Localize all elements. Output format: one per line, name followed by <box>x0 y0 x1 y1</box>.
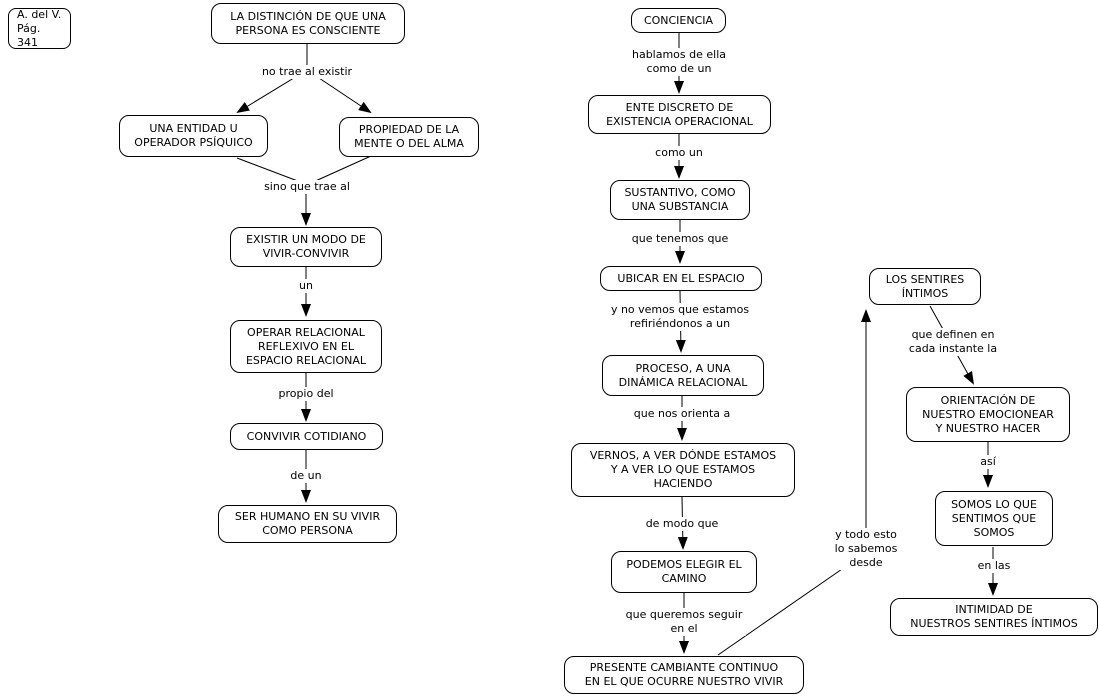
node-propiedad[interactable]: PROPIEDAD DE LA MENTE O DEL ALMA <box>339 117 479 157</box>
link-label-hablamos[interactable]: hablamos de ella como de un <box>628 48 730 76</box>
node-una-entidad[interactable]: UNA ENTIDAD U OPERADOR PSÍQUICO <box>119 115 268 157</box>
node-vernos[interactable]: VERNOS, A VER DÓNDE ESTAMOS Y A VER LO Q… <box>571 443 795 497</box>
node-la-distincion[interactable]: LA DISTINCIÓN DE QUE UNA PERSONA ES CONS… <box>211 3 405 44</box>
node-orientacion[interactable]: ORIENTACIÓN DE NUESTRO EMOCIONEAR Y NUES… <box>906 387 1070 442</box>
node-sentires-intimos[interactable]: LOS SENTIRES ÍNTIMOS <box>869 268 981 305</box>
node-operar[interactable]: OPERAR RELACIONAL REFLEXIVO EN EL ESPACI… <box>230 320 382 373</box>
node-conciencia[interactable]: CONCIENCIA <box>631 8 726 33</box>
link-label-propio[interactable]: propio del <box>275 387 337 401</box>
link-label-de-un[interactable]: de un <box>287 469 325 483</box>
node-sustantivo[interactable]: SUSTANTIVO, COMO UNA SUBSTANCIA <box>610 180 750 220</box>
node-somos[interactable]: SOMOS LO QUE SENTIMOS QUE SOMOS <box>935 491 1053 546</box>
link-label-no-trae[interactable]: no trae al existir <box>258 65 356 79</box>
node-ser-humano[interactable]: SER HUMANO EN SU VIVIR COMO PERSONA <box>218 505 397 543</box>
node-convivir[interactable]: CONVIVIR COTIDIANO <box>230 423 383 450</box>
link-label-en-las[interactable]: en las <box>974 559 1014 573</box>
link-label-tenemos[interactable]: que tenemos que <box>628 232 732 246</box>
node-presente[interactable]: PRESENTE CAMBIANTE CONTINUO EN EL QUE OC… <box>564 656 804 694</box>
node-intimidad[interactable]: INTIMIDAD DE NUESTROS SENTIRES ÍNTIMOS <box>890 598 1098 636</box>
link-label-un[interactable]: un <box>296 279 316 293</box>
link-label-orienta[interactable]: que nos orienta a <box>630 407 734 421</box>
link-label-definen[interactable]: que definen en cada instante la <box>905 328 1001 356</box>
node-ente-discreto[interactable]: ENTE DISCRETO DE EXISTENCIA OPERACIONAL <box>588 95 771 134</box>
link-label-asi[interactable]: así <box>977 455 999 469</box>
node-existir[interactable]: EXISTIR UN MODO DE VIVIR-CONVIVIR <box>230 227 382 267</box>
link-label-sabemos[interactable]: y todo esto lo sabemos desde <box>831 528 901 570</box>
node-proceso[interactable]: PROCESO, A UNA DINÁMICA RELACIONAL <box>602 355 764 396</box>
link-label-sino[interactable]: sino que trae al <box>261 180 353 194</box>
link-label-modo[interactable]: de modo que <box>642 517 722 531</box>
node-ubicar[interactable]: UBICAR EN EL ESPACIO <box>600 266 762 291</box>
credit-box: A. del V. Pág. 341 <box>8 8 71 49</box>
link-label-seguir[interactable]: que queremos seguir en el <box>622 608 746 636</box>
link-label-como-un[interactable]: como un <box>652 146 706 160</box>
node-podemos-elegir[interactable]: PODEMOS ELEGIR EL CAMINO <box>611 551 757 593</box>
link-label-no-vemos[interactable]: y no vemos que estamos refiriéndonos a u… <box>607 303 753 331</box>
